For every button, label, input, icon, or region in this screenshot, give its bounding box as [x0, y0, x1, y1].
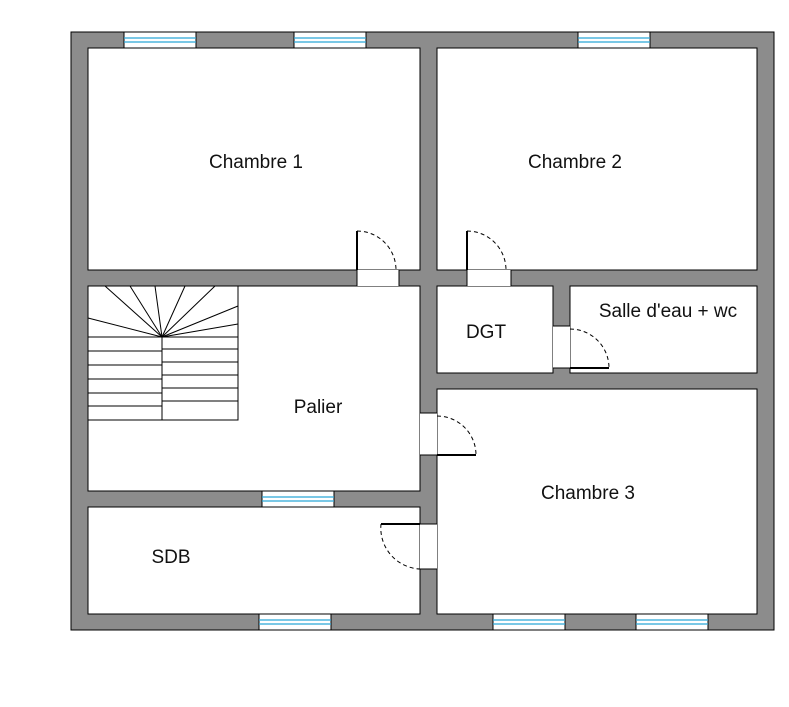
room-salle-eau[interactable] [569, 285, 758, 374]
window-bottom-1 [258, 613, 332, 631]
label-chambre-3: Chambre 3 [541, 483, 635, 504]
window-top-2 [293, 31, 367, 49]
label-chambre-2: Chambre 2 [528, 152, 622, 173]
door-sdb[interactable] [380, 523, 437, 570]
label-salle-eau: Salle d'eau + wc [599, 301, 737, 322]
room-chambre-3[interactable] [436, 388, 758, 615]
window-palier-sdb [261, 490, 335, 508]
staircase [87, 285, 239, 421]
room-dgt[interactable] [436, 285, 554, 374]
door-chambre-3[interactable] [420, 412, 477, 456]
door-chambre-2[interactable] [466, 230, 512, 286]
room-sdb[interactable] [87, 506, 421, 615]
window-top-1 [123, 31, 197, 49]
room-chambre-1[interactable] [87, 47, 421, 271]
label-chambre-1: Chambre 1 [209, 152, 303, 173]
window-top-3 [577, 31, 651, 49]
window-bottom-2 [492, 613, 566, 631]
door-salle-eau[interactable] [553, 325, 610, 369]
label-sdb: SDB [151, 547, 190, 568]
door-chambre-1[interactable] [356, 230, 400, 286]
window-bottom-3 [635, 613, 709, 631]
label-palier: Palier [294, 397, 343, 418]
label-dgt: DGT [466, 322, 507, 343]
